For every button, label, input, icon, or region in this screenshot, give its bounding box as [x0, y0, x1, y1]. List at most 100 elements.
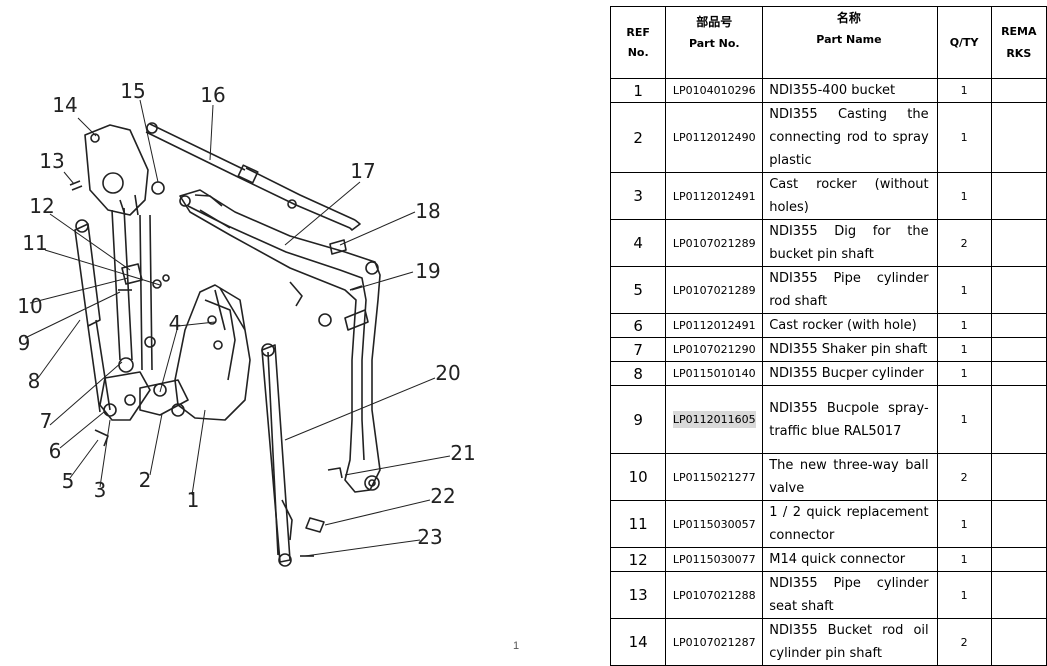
ref-cell: 5 — [609, 266, 667, 314]
remarks-cell — [990, 219, 1047, 267]
ref-cell: 10 — [609, 453, 667, 501]
callout-number: 13 — [39, 149, 64, 173]
remarks-cell — [990, 102, 1047, 173]
callout-number: 6 — [49, 439, 62, 463]
qty-cell: 1 — [936, 313, 992, 338]
remarks-cell — [990, 266, 1047, 314]
remarks-cell — [990, 313, 1047, 338]
callout-number: 15 — [120, 79, 145, 103]
header-part-no: 部品号 Part No. — [665, 6, 764, 79]
callout-number: 1 — [187, 488, 200, 512]
part-no-cell: LP0112012490 — [665, 102, 764, 173]
part-name-cell: NDI355 Pipe cylinder rod shaft — [762, 266, 938, 314]
ref-cell: 13 — [609, 571, 667, 619]
ref-cell: 11 — [609, 500, 667, 548]
qty-cell: 2 — [936, 453, 992, 501]
remarks-cell — [990, 385, 1047, 454]
header-part-name: 名称 Part Name — [762, 6, 938, 79]
remarks-cell — [990, 547, 1047, 572]
page-number: 1 — [513, 640, 520, 652]
part-no-cell: LP0104010296 — [665, 78, 764, 103]
table-row: 9 LP0112011605 NDI355 Bucpole spray-traffi… — [609, 385, 1047, 454]
part-name-cell: NDI355 Shaker pin shaft — [762, 337, 938, 362]
part-no-cell: LP0107021289 — [665, 266, 764, 314]
part-name-cell: NDI355-400 bucket — [762, 78, 938, 103]
part-no-cell: LP0115010140 — [665, 361, 764, 386]
callout-number: 4 — [169, 311, 182, 335]
callout-number: 11 — [22, 231, 47, 255]
part-name-cell: NDI355 Casting the connecting rod to spr… — [762, 102, 938, 173]
ref-cell: 12 — [609, 547, 667, 572]
remarks-cell — [990, 500, 1047, 548]
qty-cell: 1 — [936, 500, 992, 548]
table-header-row: REF No. 部品号 Part No. 名称 Part Name Q/TY R… — [609, 6, 1047, 79]
ref-cell: 3 — [609, 172, 667, 220]
qty-cell: 1 — [936, 571, 992, 619]
ref-cell: 9 — [609, 385, 667, 454]
ref-cell: 4 — [609, 219, 667, 267]
part-no-cell: LP0115030077 — [665, 547, 764, 572]
part-name-cell: The new three-way ball valve — [762, 453, 938, 501]
part-no-cell: LP0112012491 — [665, 313, 764, 338]
header-qty: Q/TY — [936, 6, 992, 79]
ref-cell: 1 — [609, 78, 667, 103]
remarks-cell — [990, 78, 1047, 103]
callout-number: 20 — [435, 361, 460, 385]
qty-cell: 1 — [936, 385, 992, 454]
part-name-cell: Cast rocker (with hole) — [762, 313, 938, 338]
ref-cell: 14 — [609, 618, 667, 666]
remarks-cell — [990, 337, 1047, 362]
part-no-cell: LP0112012491 — [665, 172, 764, 220]
part-name-cell: NDI355 Bucket rod oil cylinder pin shaft — [762, 618, 938, 666]
qty-cell: 1 — [936, 78, 992, 103]
callout-number: 7 — [40, 409, 53, 433]
callout-number: 14 — [52, 93, 77, 117]
callout-number: 2 — [139, 468, 152, 492]
remarks-cell — [990, 618, 1047, 666]
callout-number: 23 — [417, 525, 442, 549]
remarks-cell — [990, 172, 1047, 220]
part-no-cell: LP0107021289 — [665, 219, 764, 267]
part-no-cell: LP0107021288 — [665, 571, 764, 619]
callout-number: 18 — [415, 199, 440, 223]
ref-cell: 7 — [609, 337, 667, 362]
header-remarks: REMA RKS — [990, 6, 1047, 79]
callout-number: 22 — [430, 484, 455, 508]
part-no-cell: LP0112011605 — [665, 385, 764, 454]
qty-cell: 1 — [936, 361, 992, 386]
remarks-cell — [990, 571, 1047, 619]
ref-cell: 2 — [609, 102, 667, 173]
callout-number: 5 — [62, 469, 75, 493]
remarks-cell — [990, 453, 1047, 501]
qty-cell: 2 — [936, 618, 992, 666]
callout-number: 3 — [94, 478, 107, 502]
part-no-cell: LP0115030057 — [665, 500, 764, 548]
ref-cell: 6 — [609, 313, 667, 338]
callout-number: 21 — [450, 441, 475, 465]
callout-number: 16 — [200, 83, 225, 107]
callout-number: 17 — [350, 159, 375, 183]
part-name-cell: Cast rocker (without holes) — [762, 172, 938, 220]
remarks-cell — [990, 361, 1047, 386]
part-no-cell: LP0107021290 — [665, 337, 764, 362]
callout-number: 12 — [29, 194, 54, 218]
callout-number: 19 — [415, 259, 440, 283]
part-name-cell: NDI355 Bucpole spray-traffic blue RAL501… — [762, 385, 938, 454]
part-name-cell: NDI355 Bucper cylinder — [762, 361, 938, 386]
callout-number: 9 — [18, 331, 31, 355]
qty-cell: 1 — [936, 266, 992, 314]
highlighted-part-no: LP0112011605 — [672, 411, 756, 428]
callout-number: 8 — [28, 369, 41, 393]
ref-cell: 8 — [609, 361, 667, 386]
